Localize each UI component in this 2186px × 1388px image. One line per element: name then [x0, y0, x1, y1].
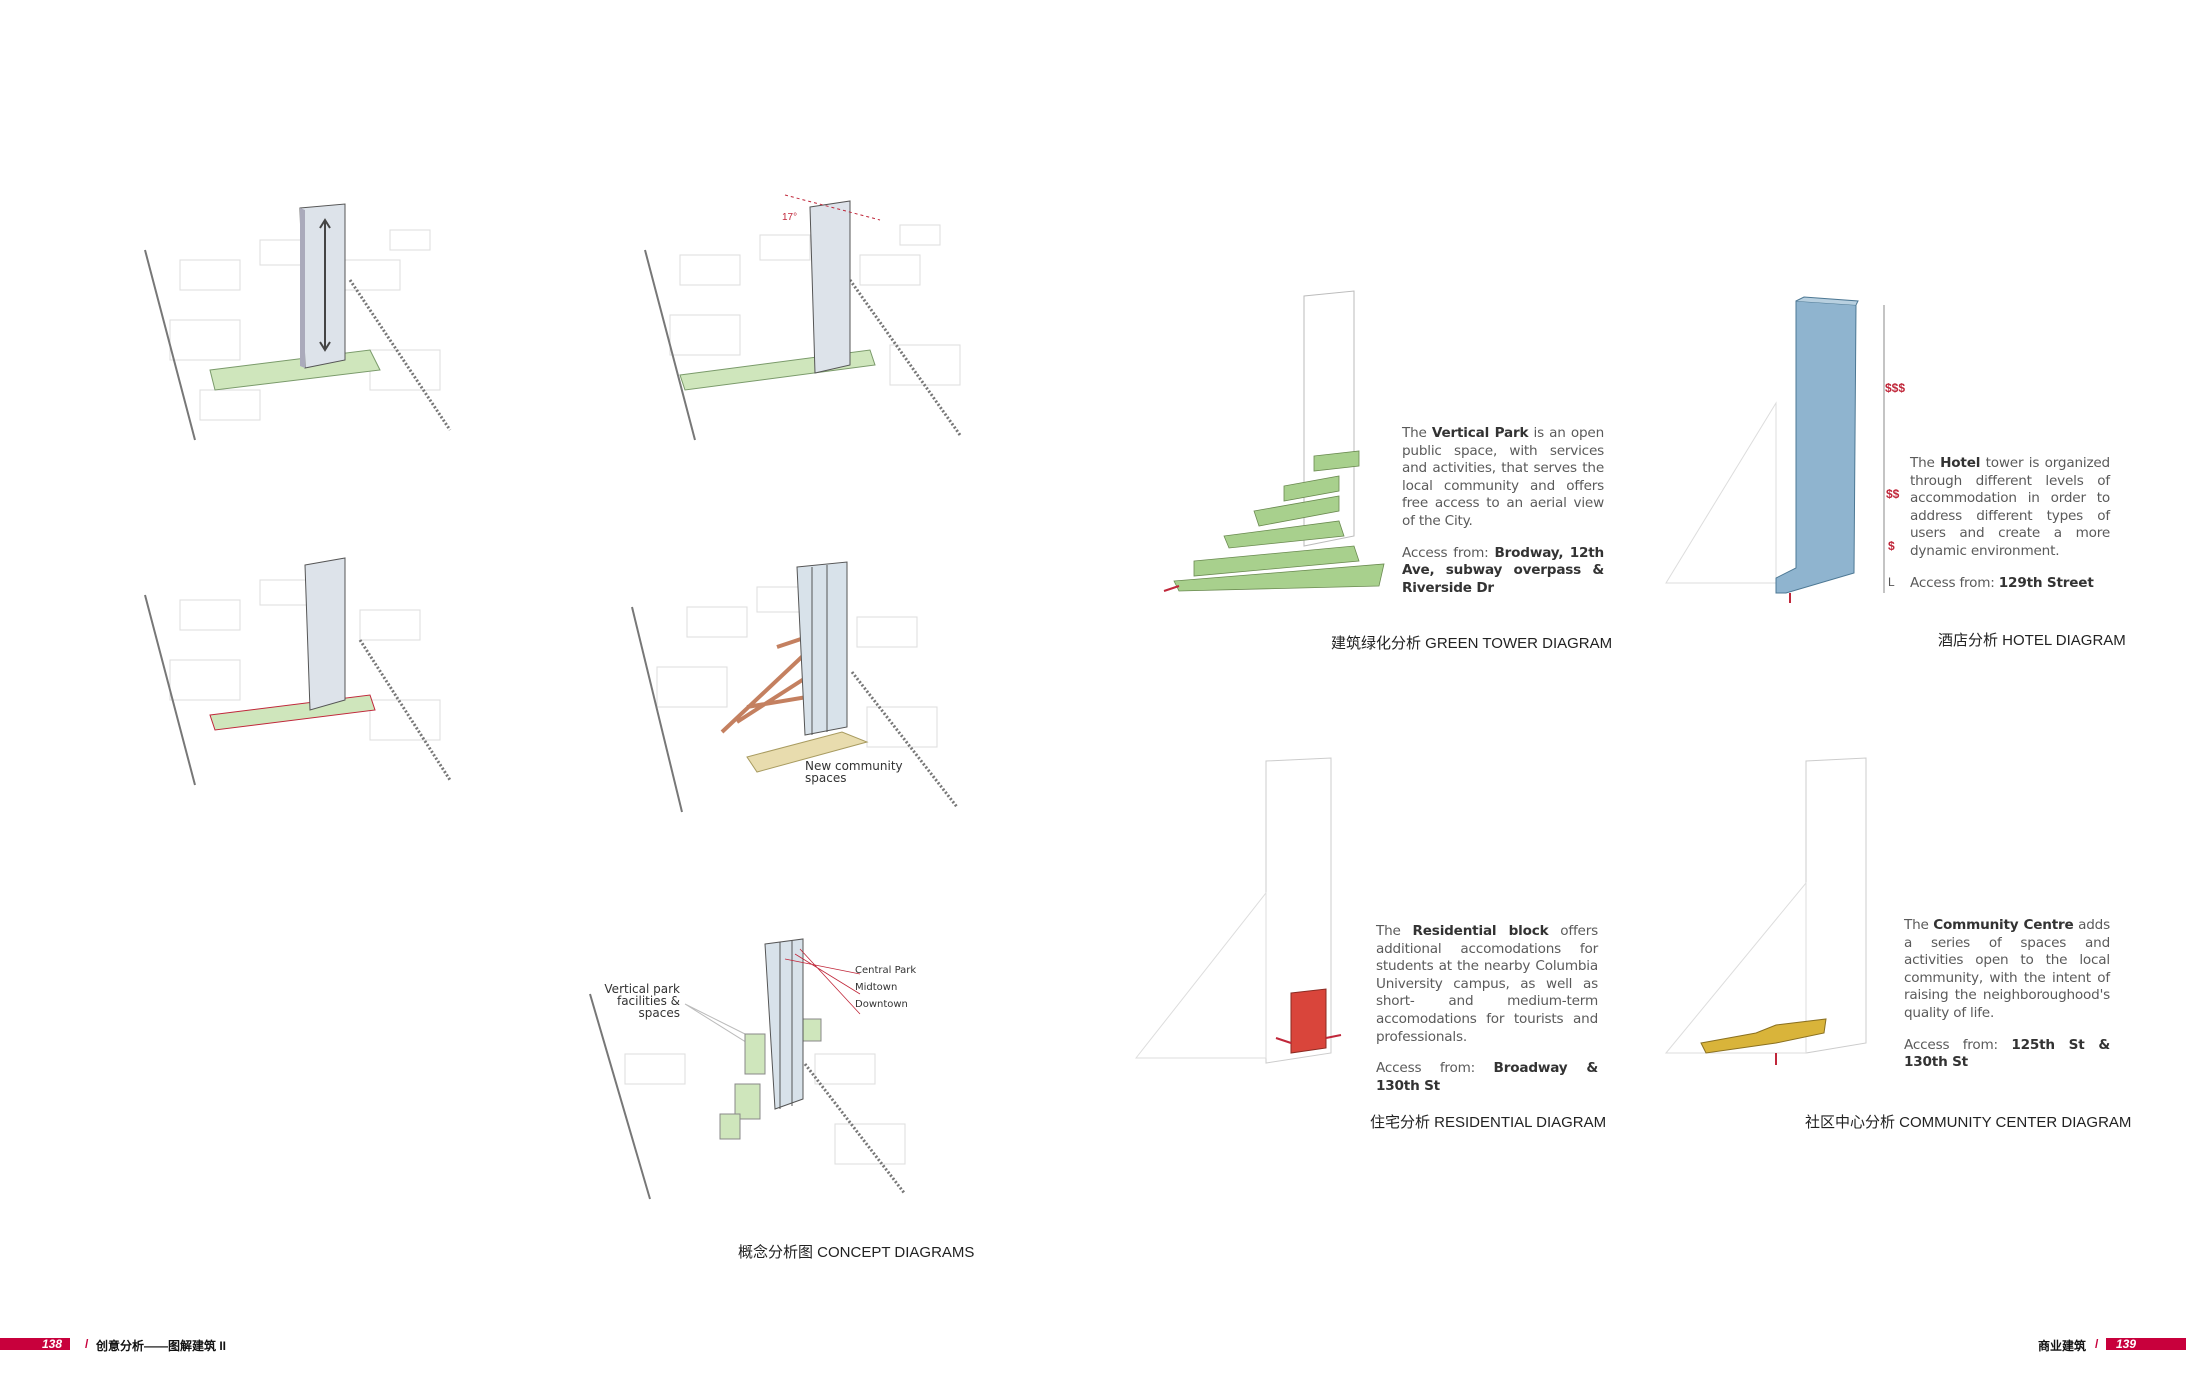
highlight: Vertical Park — [1431, 425, 1529, 441]
access-value: 129th Street — [1998, 574, 2094, 591]
new-community-label: New community spaces — [805, 760, 903, 784]
highlight: Residential block — [1412, 923, 1549, 939]
green-tower-caption: 建筑绿化分析 GREEN TOWER DIAGRAM — [1331, 635, 1613, 652]
text: adds a series of spaces and activities o… — [1904, 917, 2110, 1021]
text: is an open public space, with services a… — [1402, 425, 1604, 529]
text: The — [1376, 923, 1413, 939]
label-line: Vertical park — [604, 982, 680, 996]
concept-diagram-1 — [144, 203, 452, 441]
concept-diagram-5 — [589, 938, 907, 1200]
concept-caption: 概念分析图 CONCEPT DIAGRAMS — [738, 1244, 975, 1261]
access-label: Access from: — [1402, 544, 1495, 561]
residential-description: The Residential block offers additional … — [1376, 923, 1598, 1109]
left-page-number: 138 — [0, 1338, 70, 1350]
level-lobby: L — [1888, 575, 1895, 589]
left-running-title: 创意分析——图解建筑 II — [96, 1339, 227, 1353]
access-label: Access from: — [1910, 574, 1999, 591]
text: tower is organized through different lev… — [1910, 455, 2110, 559]
concept-diagram-4 — [631, 561, 959, 813]
label-line: spaces — [805, 771, 847, 785]
access-value: Brodway, 12th Ave, subway overpass & Riv… — [1402, 544, 1604, 596]
green-tower-description: The Vertical Park is an open public spac… — [1402, 425, 1604, 611]
label-line: facilities & — [616, 994, 680, 1008]
left-separator: / — [85, 1337, 89, 1351]
community-caption: 社区中心分析 COMMUNITY CENTER DIAGRAM — [1805, 1114, 2132, 1131]
vertical-park-label: Vertical park facilities & spaces — [600, 983, 680, 1019]
text: offers additional accomodations for stud… — [1376, 923, 1598, 1045]
access-label: Access from: — [1904, 1036, 2012, 1053]
access-value: Broadway & 130th St — [1376, 1060, 1598, 1094]
level-budget: $ — [1888, 539, 1895, 553]
community-drawing — [1664, 757, 1867, 1065]
residential-caption: 住宅分析 RESIDENTIAL DIAGRAM — [1370, 1114, 1607, 1131]
label-line: New community — [805, 759, 903, 773]
view-label-downtown: Downtown — [855, 999, 908, 1010]
hotel-drawing — [1665, 296, 1885, 603]
view-label-midtown: Midtown — [855, 982, 898, 993]
hotel-description: The Hotel tower is organized through dif… — [1910, 455, 2110, 606]
green-tower-drawing — [1163, 290, 1385, 592]
highlight: Hotel — [1940, 455, 1981, 471]
concept-diagram-2: 17° — [644, 194, 962, 441]
angle-label: 17° — [782, 212, 797, 223]
concept-diagram-3 — [144, 557, 452, 786]
access-label: Access from: — [1376, 1060, 1494, 1077]
view-label-central-park: Central Park — [855, 965, 917, 976]
right-running-title: 商业建筑 — [2038, 1339, 2087, 1353]
text: The — [1402, 425, 1432, 441]
right-separator: / — [2095, 1337, 2099, 1351]
text: The — [1910, 455, 1941, 471]
residential-drawing — [1134, 757, 1342, 1064]
level-mid: $$ — [1886, 487, 1900, 501]
hotel-caption: 酒店分析 HOTEL DIAGRAM — [1938, 632, 2126, 649]
level-luxury: $$$ — [1885, 381, 1906, 395]
highlight: Community Centre — [1933, 917, 2074, 933]
community-description: The Community Centre adds a series of sp… — [1904, 917, 2110, 1086]
text: The — [1904, 917, 1934, 933]
right-page-number: 139 — [2106, 1338, 2186, 1350]
label-line: spaces — [638, 1006, 680, 1020]
view-labels: Central Park Midtown Downtown — [855, 962, 916, 1013]
access-value: 125th St & 130th St — [1904, 1036, 2110, 1071]
